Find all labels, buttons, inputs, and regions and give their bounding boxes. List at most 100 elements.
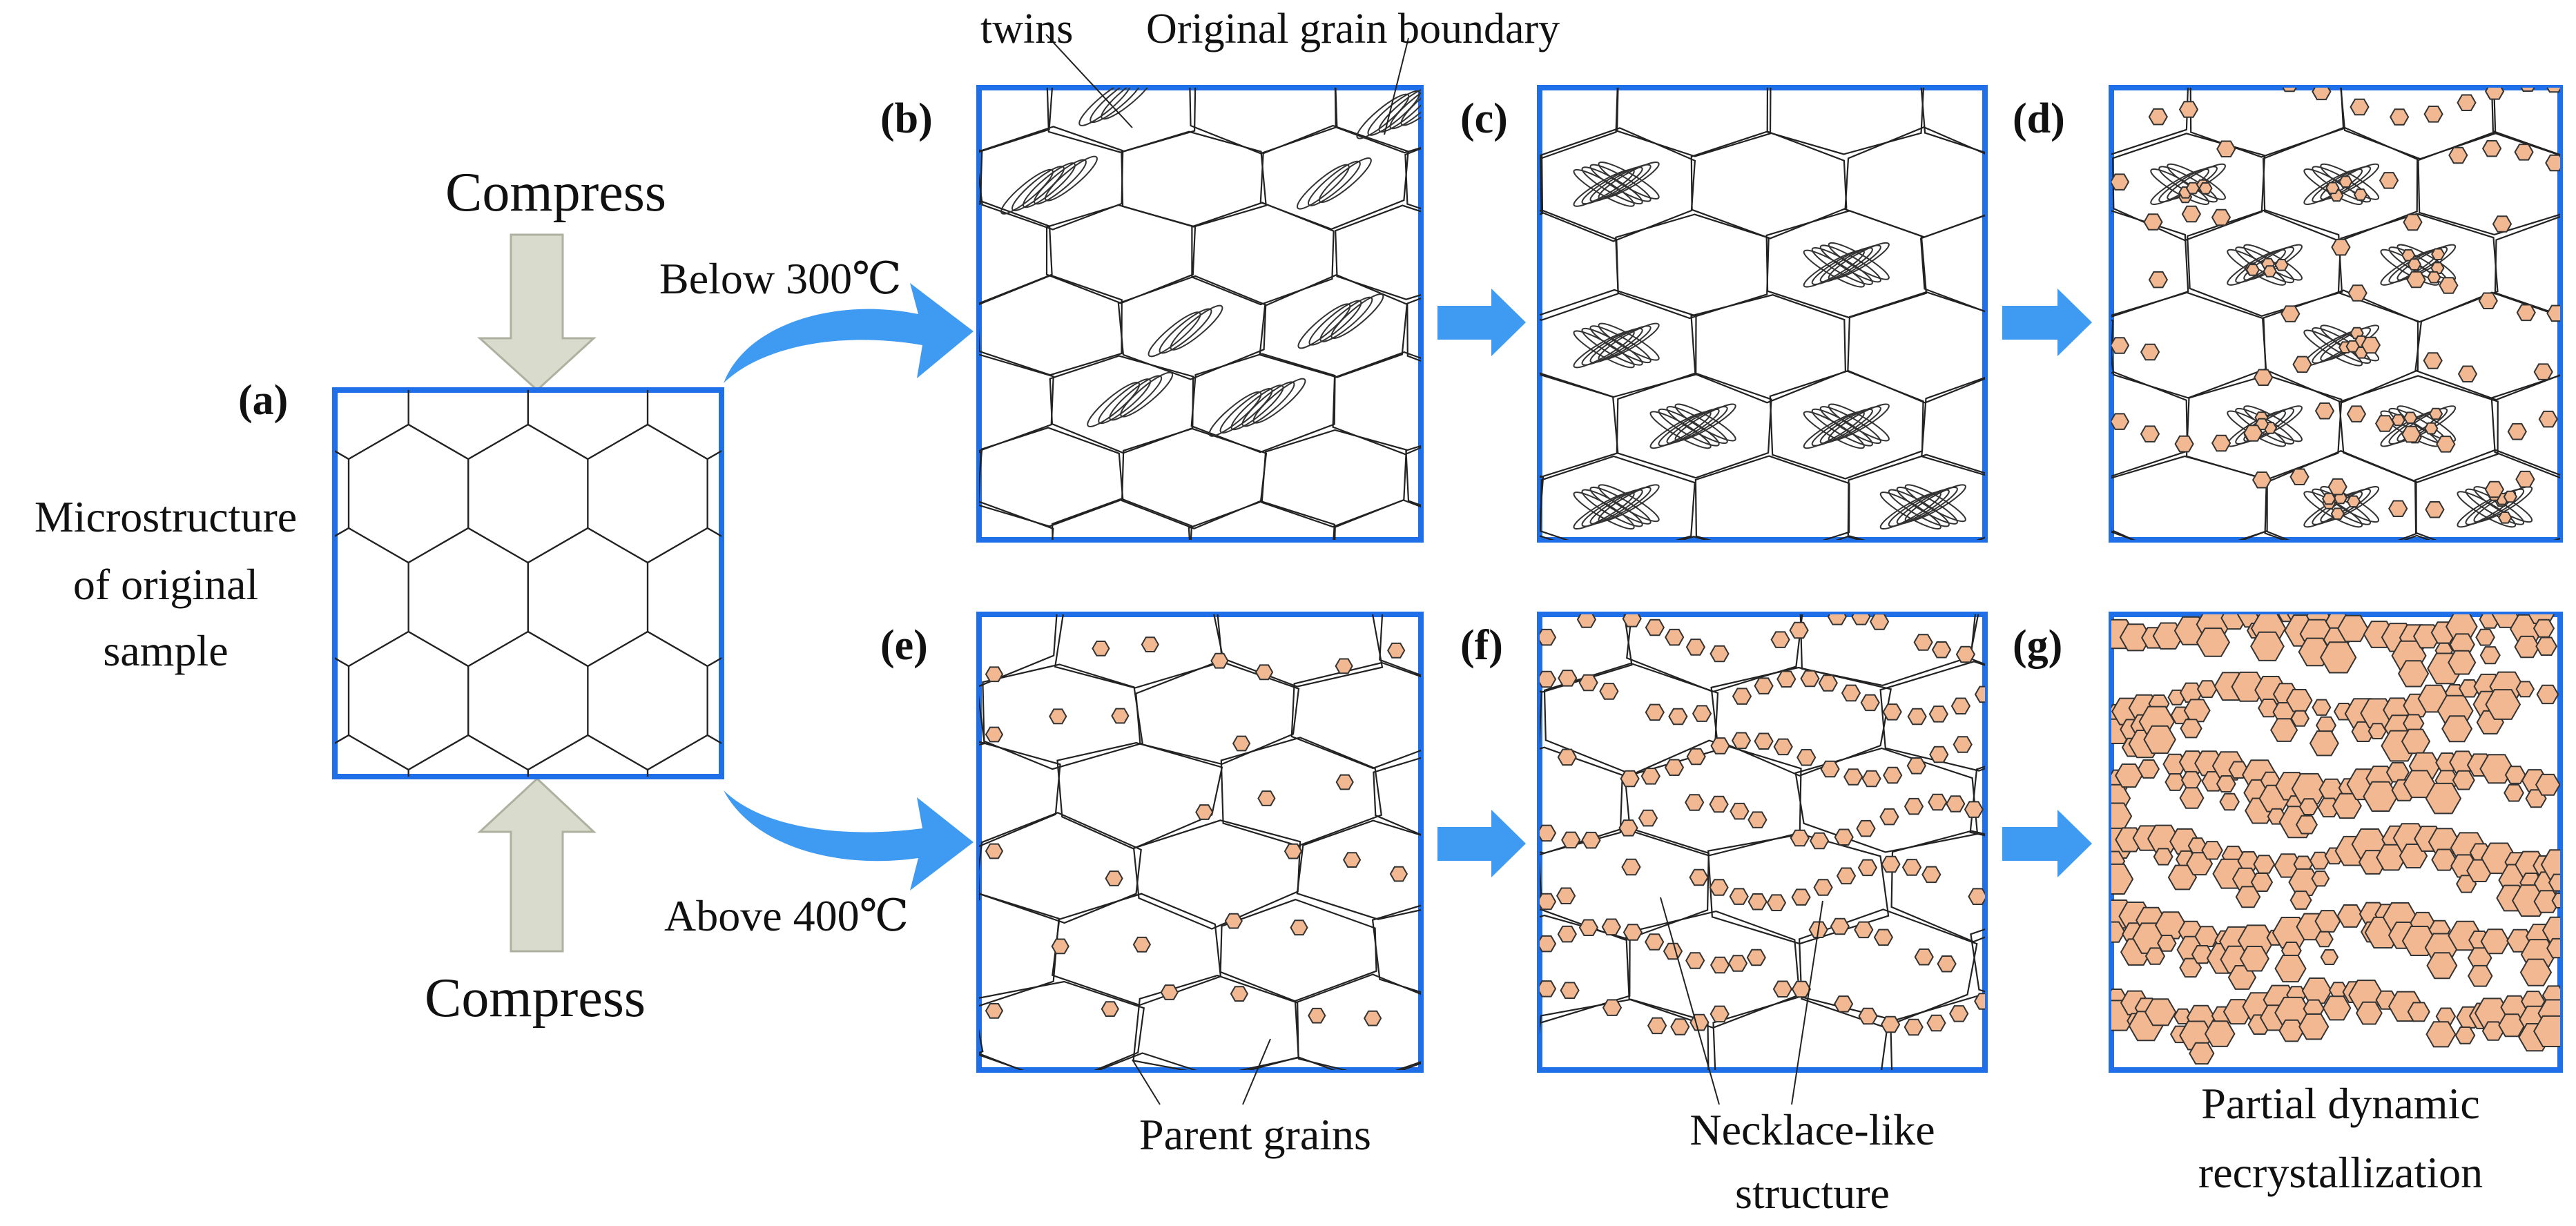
recrystallized-grain <box>1974 685 1985 703</box>
recrystallized-grain <box>1834 828 1854 846</box>
grain-boundary <box>2568 451 2576 561</box>
recrystallized-grain <box>1953 736 1973 753</box>
recrystallized-grain <box>1540 670 1557 688</box>
twin-lamella <box>1879 492 1941 530</box>
recrystallized-grain <box>1881 855 1901 873</box>
grain-boundary <box>1190 353 1336 454</box>
grain-boundary <box>706 656 722 745</box>
recrystallized-grain <box>2180 719 2202 739</box>
recrystallized-grain <box>2148 271 2169 289</box>
recrystallized-grain <box>1387 642 1406 659</box>
grain-boundary <box>2417 131 2560 236</box>
recrystallized-grain <box>1111 708 1130 724</box>
recrystallized-grain <box>2467 964 2493 987</box>
twin-lamella <box>1034 159 1087 205</box>
twin-lamella <box>1109 375 1163 421</box>
grain-boundary <box>1689 0 1835 80</box>
recrystallized-grain <box>2430 262 2445 274</box>
recrystallized-grain <box>2211 434 2231 452</box>
twin-lamella <box>1598 162 1660 200</box>
recrystallized-grain <box>2309 730 2339 757</box>
recrystallized-grain <box>2320 641 2357 674</box>
recrystallized-grain <box>1389 866 1408 882</box>
recrystallized-grain <box>2481 139 2502 157</box>
recrystallized-grain <box>2253 855 2276 874</box>
recrystallized-grain <box>1284 843 1303 859</box>
grain-boundary <box>349 839 468 977</box>
twin-lamella <box>1230 385 1284 431</box>
grain-boundary <box>737 577 901 685</box>
twin-lamella <box>1828 403 1890 442</box>
recrystallized-grain <box>2111 337 2130 354</box>
grain-boundary <box>1921 376 1985 476</box>
original-label-line1: Microstructure <box>35 492 297 541</box>
recrystallized-grain <box>2148 108 2168 126</box>
twin-lamella <box>2243 244 2303 281</box>
recrystallized-grain <box>2498 1013 2526 1038</box>
grain-boundary <box>1710 666 1892 777</box>
recrystallized-grain <box>1647 1017 1667 1035</box>
recrystallized-grain <box>1224 913 1243 929</box>
twin-lamella <box>1011 166 1065 211</box>
recrystallized-grain <box>1557 925 1577 943</box>
grain-boundary <box>1879 661 1985 772</box>
recrystallized-grain <box>1645 619 1665 636</box>
recrystallized-grain <box>2514 635 2540 659</box>
recrystallized-grain <box>1818 674 1838 692</box>
recrystallized-grain <box>1974 993 1985 1010</box>
recrystallized-grain <box>2353 188 2368 201</box>
recrystallized-grain <box>1645 703 1665 721</box>
grain-boundary <box>1847 454 1985 540</box>
below-300-curved-arrow <box>724 283 974 383</box>
recrystallized-grain <box>2330 507 2345 520</box>
recrystallized-grain <box>1861 770 1881 788</box>
recrystallized-grain <box>1689 1013 1710 1031</box>
recrystallized-grain <box>2546 304 2560 322</box>
recrystallized-grain <box>2314 910 2341 933</box>
recrystallized-grain <box>1560 982 1580 999</box>
recrystallized-grain <box>1132 936 1152 953</box>
recrystallized-grain <box>1772 980 1793 998</box>
twin-lamella <box>1159 308 1212 354</box>
recrystallized-grain <box>2144 998 2177 1026</box>
recrystallized-grain <box>2347 284 2367 302</box>
twin-lamella <box>1598 484 1660 523</box>
twin-lamella <box>1581 489 1643 527</box>
recrystallized-grain <box>2243 425 2263 442</box>
recrystallized-grain <box>2479 754 2515 784</box>
recrystallized-grain <box>1232 735 1251 752</box>
recrystallized-grain <box>2290 710 2310 727</box>
recrystallized-grain <box>2425 501 2445 518</box>
recrystallized-grain <box>1540 893 1557 911</box>
recrystallized-grain <box>2538 410 2558 428</box>
recrystallized-grain <box>1913 634 1933 651</box>
recrystallized-grain <box>2448 146 2468 164</box>
recrystallized-grain <box>1576 614 1597 628</box>
recrystallized-grain <box>1670 1018 1690 1035</box>
recrystallized-grain <box>1869 614 1890 630</box>
twin-lamella <box>1120 371 1174 418</box>
grain-boundary <box>1919 214 1985 313</box>
twin-lamella <box>1896 486 1958 525</box>
recrystallized-grain <box>2423 352 2443 369</box>
recrystallized-grain <box>2504 784 2524 802</box>
recrystallized-grain <box>2312 699 2332 716</box>
pdrx-label-line2: recrystallization <box>2198 1148 2483 1197</box>
recrystallized-grain <box>2289 468 2309 485</box>
twin-lamella <box>2396 244 2457 281</box>
recrystallized-grain <box>2288 868 2321 896</box>
recrystallized-grain <box>1335 658 1353 674</box>
grain-boundary <box>1891 1158 2064 1226</box>
recrystallized-grain <box>2278 1019 2305 1042</box>
grain-boundary <box>1540 373 1619 478</box>
twin-lamella <box>1098 378 1152 425</box>
recrystallized-grain <box>2274 259 2289 271</box>
grain-boundary <box>1766 88 1925 155</box>
recrystallized-grain <box>1363 1010 1382 1026</box>
recrystallized-grain <box>1968 888 1985 905</box>
recrystallized-grain <box>2322 995 2352 1021</box>
twin-lamella <box>1045 155 1098 202</box>
recrystallized-grain <box>2285 689 2313 712</box>
